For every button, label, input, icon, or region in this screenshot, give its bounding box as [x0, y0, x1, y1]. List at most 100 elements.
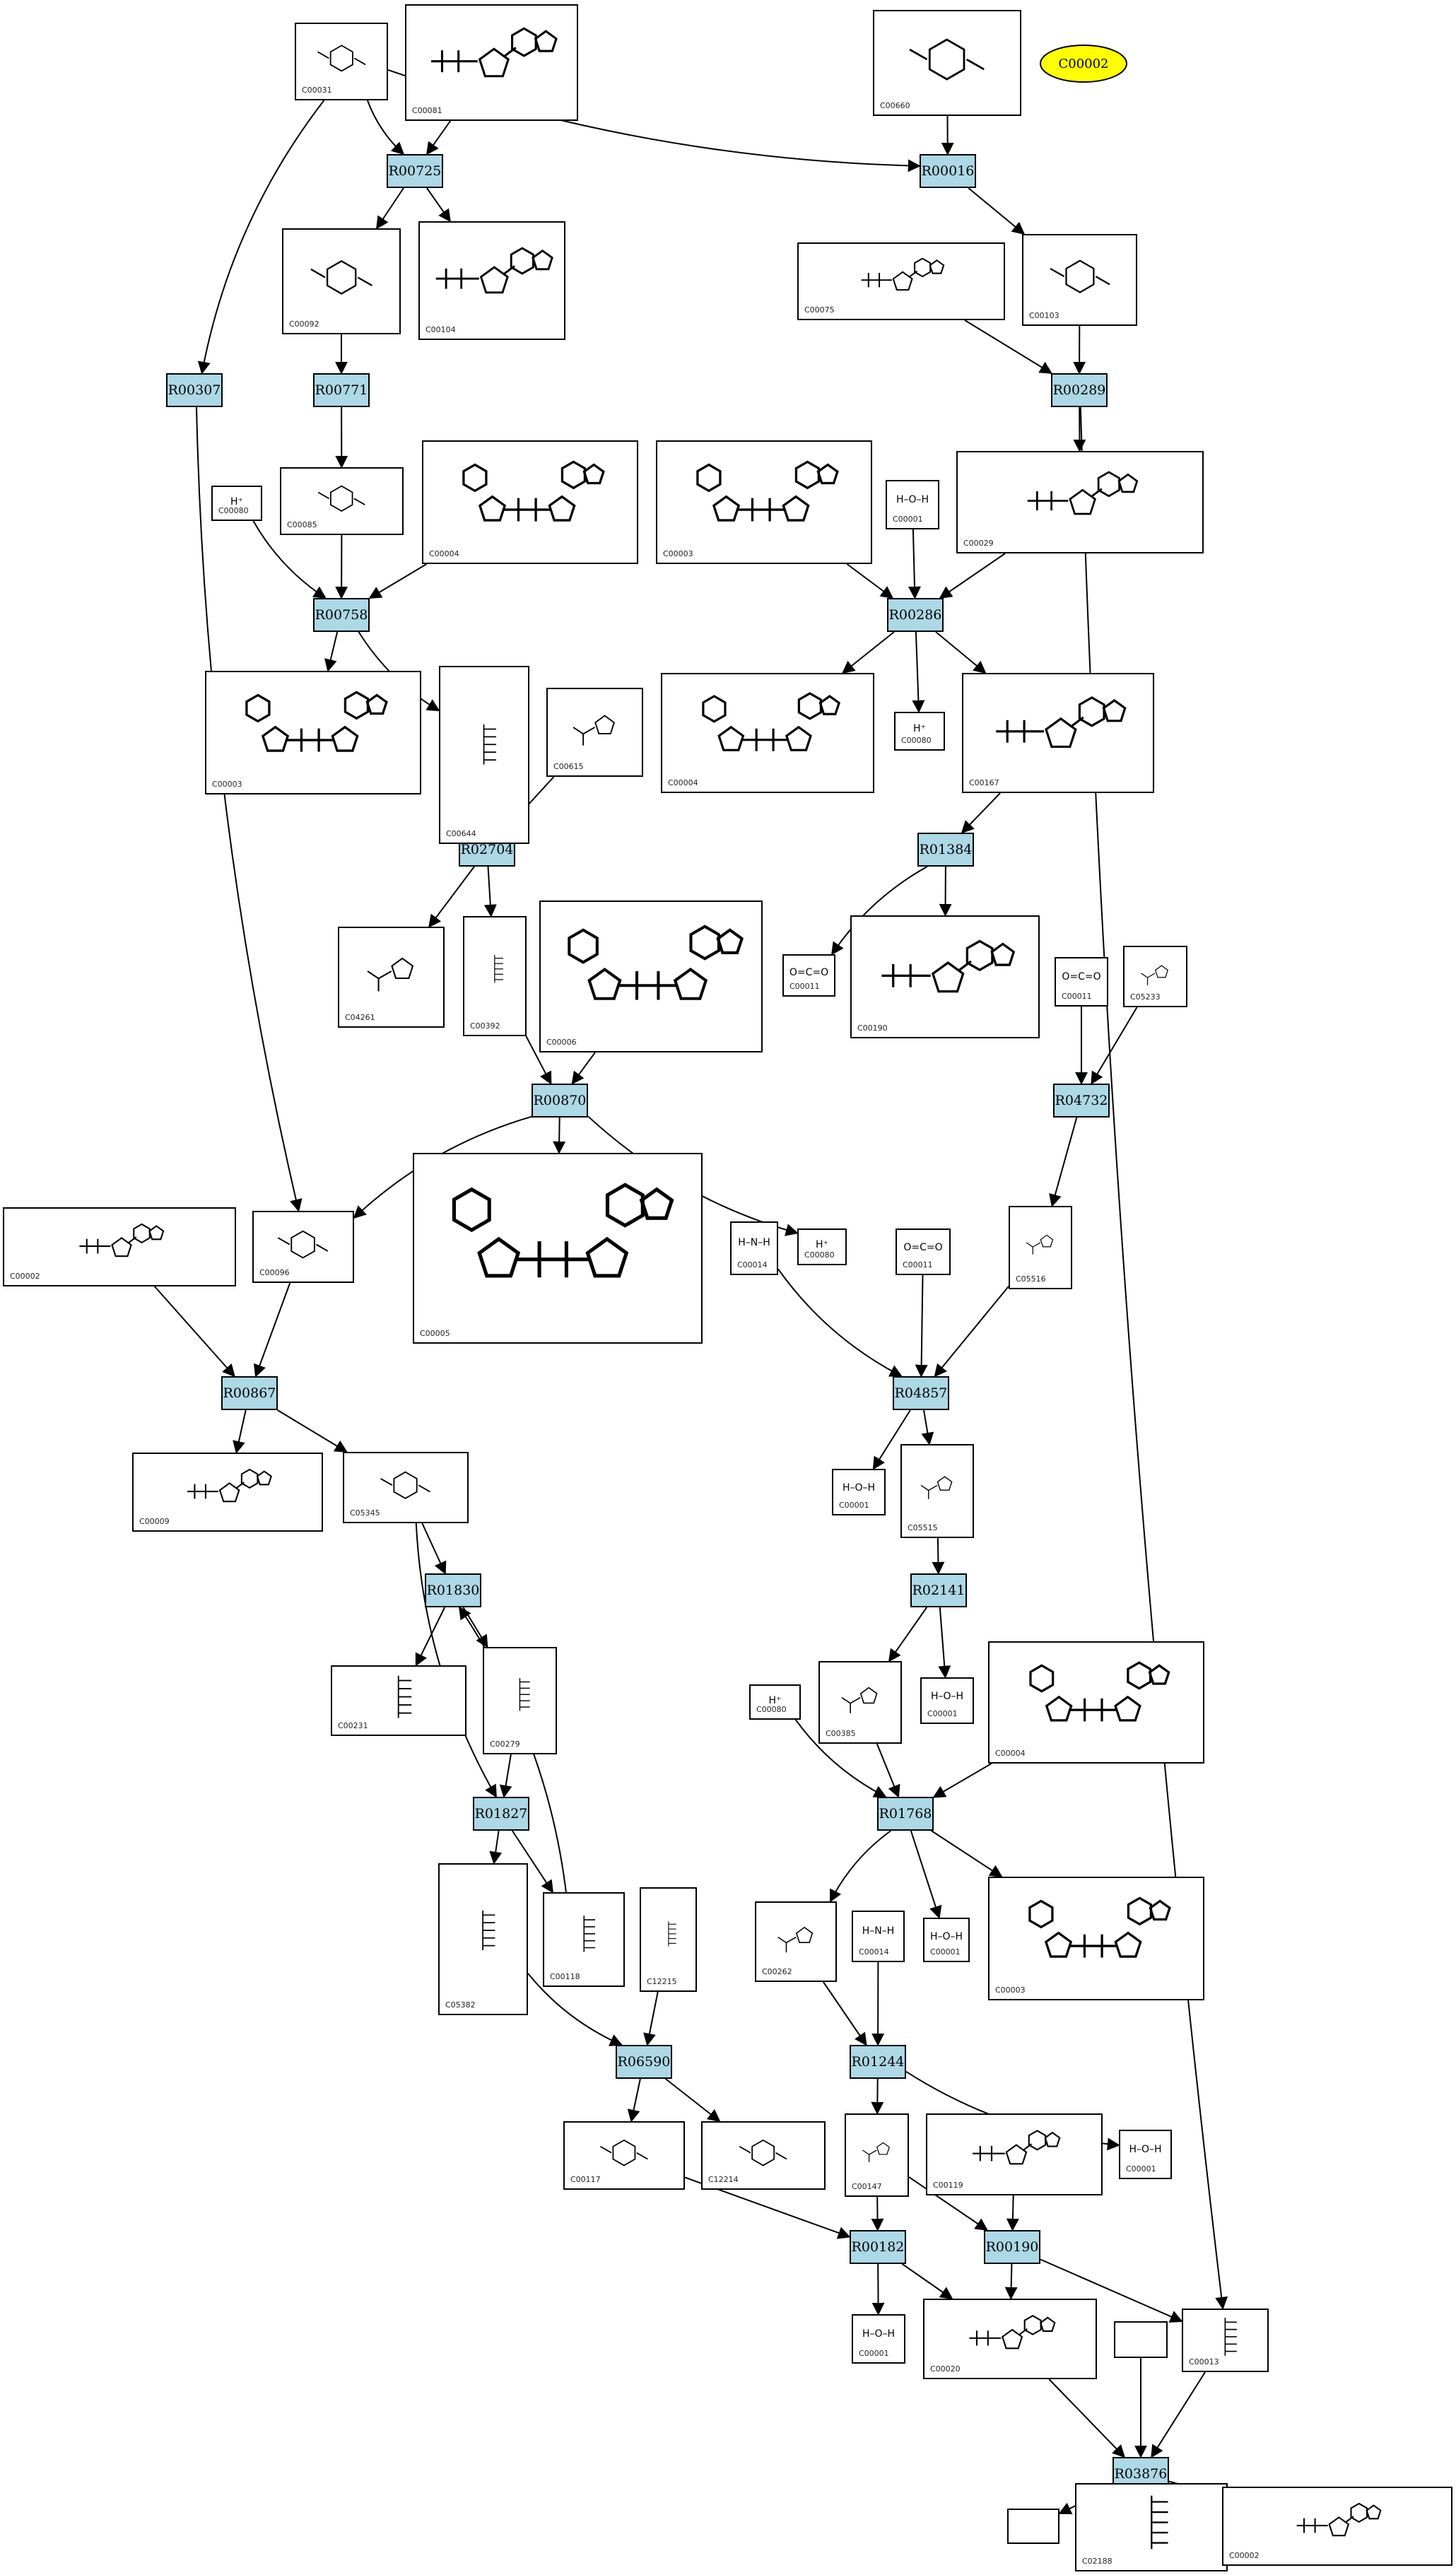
edge-R01827-c00118: [511, 1830, 553, 1894]
edge-R00286-c00167: [935, 631, 987, 674]
structure-sketch: [702, 692, 840, 752]
reaction-R02141[interactable]: R02141: [910, 1573, 967, 1607]
reaction-R00182[interactable]: R00182: [850, 2230, 906, 2264]
compound-id: C00096: [259, 1268, 290, 1277]
compound-c00092[interactable]: C00092: [282, 228, 401, 334]
compound-c00080-c[interactable]: H⁺C00080: [797, 1228, 847, 1265]
compound-c00080-d[interactable]: H⁺C00080: [749, 1684, 801, 1720]
compound-c00615[interactable]: C00615: [546, 688, 643, 777]
reaction-R00190[interactable]: R00190: [984, 2230, 1040, 2264]
compound-c00080-b[interactable]: H⁺C00080: [894, 712, 945, 751]
reaction-R00016[interactable]: R00016: [920, 154, 976, 188]
compound-c00644[interactable]: C00644: [439, 666, 529, 844]
compound-c00231[interactable]: C00231: [331, 1665, 466, 1736]
compound-c00003-c[interactable]: C00003: [988, 1877, 1204, 2000]
compound-c00004-b[interactable]: C00004: [661, 673, 874, 793]
compound-c00004-a[interactable]: C00004: [422, 440, 638, 564]
reaction-R01244[interactable]: R01244: [850, 2045, 906, 2079]
reaction-R01827[interactable]: R01827: [473, 1797, 529, 1831]
compound-c05345[interactable]: C05345: [343, 1452, 469, 1523]
reaction-R00289[interactable]: R00289: [1051, 373, 1108, 407]
compound-c00262[interactable]: C00262: [755, 1901, 837, 1982]
compound-c00020[interactable]: C00020: [923, 2299, 1097, 2379]
blank-node-a[interactable]: [1114, 2321, 1168, 2358]
compound-c05233[interactable]: C05233: [1123, 946, 1187, 1007]
compound-c00104[interactable]: C00104: [418, 221, 565, 340]
edge-c05233-R04732: [1091, 1007, 1138, 1085]
compound-c00117[interactable]: C00117: [563, 2121, 685, 2190]
structure-sketch: [187, 1468, 272, 1502]
compound-c00004-c[interactable]: C00004: [988, 1641, 1204, 1764]
reaction-R00286[interactable]: R00286: [887, 598, 944, 632]
reaction-R00867[interactable]: R00867: [221, 1376, 278, 1410]
reaction-R04732[interactable]: R04732: [1053, 1084, 1110, 1118]
reaction-label: R00758: [315, 607, 368, 623]
compound-c00385[interactable]: C00385: [818, 1661, 902, 1744]
compound-c00003-a[interactable]: C00003: [656, 440, 872, 564]
reaction-label: R00867: [223, 1385, 276, 1401]
compound-c12214[interactable]: C12214: [701, 2121, 826, 2190]
compound-id: C00006: [546, 1038, 577, 1047]
compound-c00392[interactable]: C00392: [463, 916, 527, 1036]
compound-c00118[interactable]: C00118: [543, 1892, 625, 1987]
reaction-R04857[interactable]: R04857: [893, 1376, 949, 1410]
compound-id: C00104: [425, 325, 456, 334]
compound-c05382[interactable]: C05382: [438, 1863, 528, 2015]
reaction-R01768[interactable]: R01768: [877, 1797, 934, 1831]
blank-node-b[interactable]: [1007, 2509, 1059, 2544]
edge-R00867-c05345: [277, 1409, 348, 1453]
compound-id: C00080: [901, 736, 932, 745]
compound-c00147[interactable]: C00147: [845, 2113, 909, 2197]
compound-c00031[interactable]: C00031: [295, 23, 388, 100]
compound-c00006[interactable]: C00006: [539, 901, 763, 1052]
compound-c00005[interactable]: C00005: [413, 1153, 703, 1344]
structure-sketch: [278, 1230, 329, 1259]
reaction-R01384[interactable]: R01384: [917, 833, 974, 867]
compound-c00190[interactable]: C00190: [850, 915, 1040, 1038]
structure-sketch: [367, 957, 413, 992]
compound-id: C00080: [218, 506, 249, 515]
compound-c12215[interactable]: C12215: [640, 1887, 697, 1992]
compound-c00075[interactable]: C00075: [797, 242, 1005, 320]
compound-c00167[interactable]: C00167: [962, 673, 1154, 793]
compound-c00009[interactable]: C00009: [132, 1453, 323, 1532]
compound-c05516[interactable]: C05516: [1009, 1206, 1072, 1289]
edge-R06590-c00117: [627, 2078, 641, 2123]
compound-c00029[interactable]: C00029: [956, 451, 1204, 553]
compound-c00013[interactable]: C00013: [1182, 2309, 1269, 2372]
compound-id: C00004: [668, 778, 698, 787]
compound-c00085[interactable]: C00085: [280, 467, 404, 535]
compound-c00003-b[interactable]: C00003: [205, 671, 421, 794]
reaction-R00307[interactable]: R00307: [166, 373, 223, 407]
reaction-R00771[interactable]: R00771: [313, 373, 370, 407]
reaction-R00758[interactable]: R00758: [313, 598, 370, 632]
compound-c04261[interactable]: C04261: [338, 927, 445, 1028]
reaction-R00725[interactable]: R00725: [387, 154, 443, 188]
compound-c05515[interactable]: C05515: [900, 1444, 974, 1538]
compound-c00279[interactable]: C00279: [483, 1647, 557, 1754]
reaction-R00870[interactable]: R00870: [532, 1084, 588, 1118]
compound-c00080-a[interactable]: H⁺C00080: [211, 486, 262, 521]
compound-c00096[interactable]: C00096: [252, 1211, 354, 1283]
compound-c00002-a[interactable]: C00002: [3, 1207, 236, 1286]
compound-c00002-b[interactable]: C00002: [1222, 2487, 1452, 2566]
compound-c00119[interactable]: C00119: [926, 2113, 1103, 2195]
compound-c02188[interactable]: C02188: [1075, 2483, 1228, 2571]
reaction-R01830[interactable]: R01830: [425, 1573, 481, 1607]
reaction-R06590[interactable]: R06590: [616, 2045, 672, 2079]
compound-c00660[interactable]: C00660: [873, 10, 1021, 116]
compound-id: C05516: [1016, 1274, 1046, 1284]
compound-c00081[interactable]: C00081: [405, 4, 578, 121]
compound-c00103[interactable]: C00103: [1022, 234, 1137, 326]
